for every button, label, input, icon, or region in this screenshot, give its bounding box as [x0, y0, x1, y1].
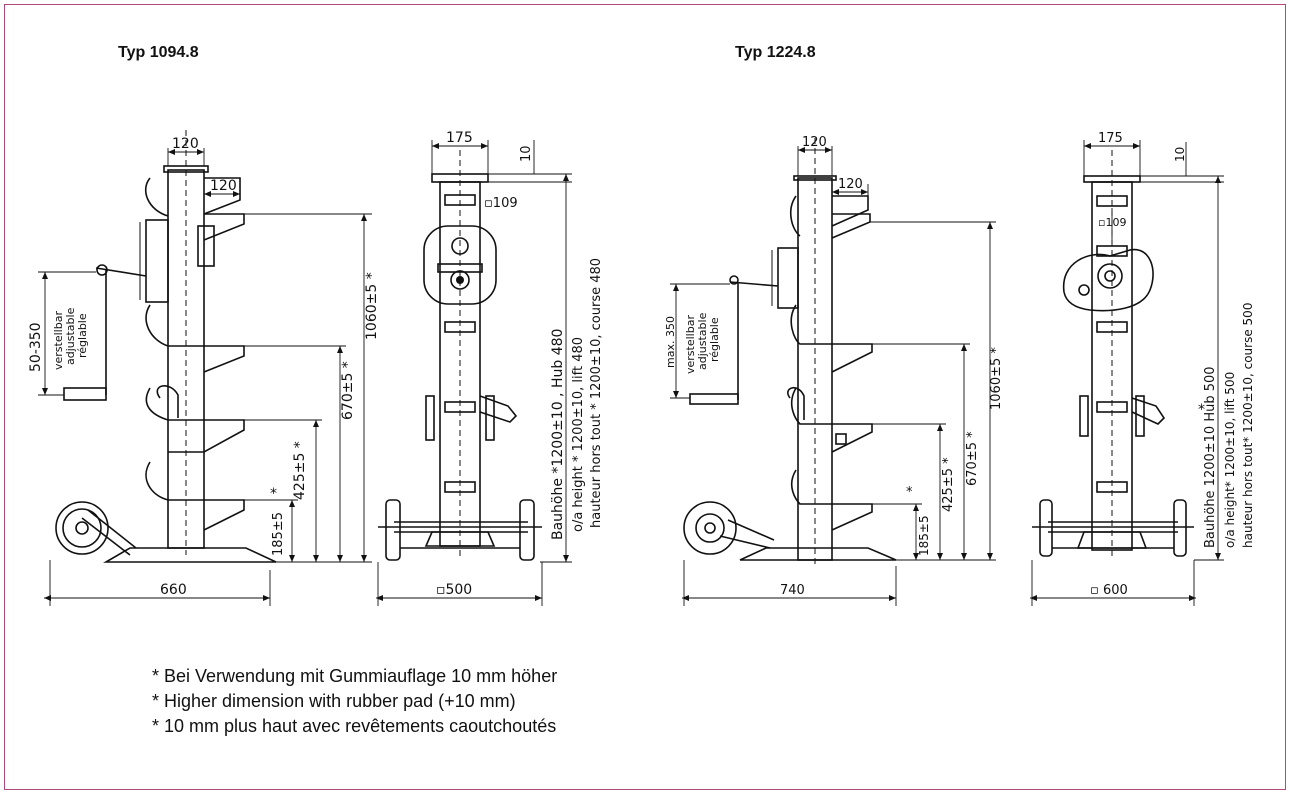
dimension-labels-1224-front: 175 10 ▫109 ▫ 600 * Bauhöhe 1200±10 Hub … — [1090, 131, 1255, 598]
crank-range-1224: max. 350 — [664, 316, 677, 368]
dimension-labels-1224-side: 120 120 740 max. 350 verstellbar adjusta… — [664, 135, 1004, 598]
height-fr-1094: hauteur hors tout * 1200±10, course 480 — [589, 258, 604, 528]
dim-base-depth-1224: 740 — [780, 583, 805, 598]
dimensions-1224-side — [670, 146, 996, 606]
crank-label-de-1224: verstellbar — [684, 315, 697, 374]
dimensions-1224-front — [1030, 140, 1224, 606]
height-1060-1224: 1060±5 * — [989, 347, 1004, 410]
dimensions-1094-side — [38, 148, 372, 606]
title-type-1224: Typ 1224.8 — [735, 44, 816, 61]
dim-top-width-1094: 120 — [172, 136, 199, 152]
crank-label-fr-1224: réglable — [708, 317, 721, 362]
page-frame — [4, 4, 1286, 790]
height-185-1224: 185±5 — [917, 515, 931, 556]
height-star-1224: * — [1198, 402, 1205, 418]
dimensions-1094-front — [376, 140, 572, 606]
height-en-1224: o/a height* 1200±10, lift 500 — [1223, 372, 1237, 548]
height-1060-1094: 1060±5 * — [364, 272, 380, 340]
dim-tube-1094: ▫109 — [484, 196, 518, 211]
jack-1094-front-view — [378, 150, 542, 561]
height-425-1224: 425±5 * — [941, 457, 956, 512]
dim-base-front-1094: ▫500 — [436, 582, 472, 598]
footnote-fr: * 10 mm plus haut avec revêtements caout… — [152, 716, 557, 736]
crank-label-fr-1094: réglable — [76, 313, 89, 358]
crank-label-en-1094: adjustable — [64, 307, 77, 365]
dimension-labels-1094-side: 120 120 660 50-350 verstellbar adjustabl… — [28, 136, 380, 598]
dimension-labels-1094-front: 175 10 ▫109 ▫500 Bauhöhe *1200±10 , Hub … — [436, 130, 604, 598]
dim-foot-width-1224: 120 — [838, 177, 863, 192]
dim-top-front-1094: 175 — [446, 130, 473, 146]
crank-label-en-1224: adjustable — [696, 312, 709, 370]
dim-top-width-1224: 120 — [802, 135, 827, 150]
height-fr-1224: hauteur hors tout* 1200±10, course 500 — [1241, 303, 1255, 548]
jack-1094-side-view — [55, 130, 277, 563]
height-185-star-1224: * — [906, 485, 913, 500]
height-670-1094: 670±5 * — [340, 361, 356, 420]
footnotes: * Bei Verwendung mit Gummiauflage 10 mm … — [152, 664, 557, 739]
title-type-1094: Typ 1094.8 — [118, 44, 199, 61]
height-185-star-1094: * — [270, 486, 277, 502]
dim-top-front-1224: 175 — [1098, 131, 1123, 146]
crank-label-de-1094: verstellbar — [52, 311, 65, 370]
dim-plate-1094: 10 — [519, 145, 534, 162]
jack-1224-front-view — [1032, 150, 1194, 560]
height-en-1094: o/a height * 1200±10, lift 480 — [571, 337, 586, 532]
height-de-1224: Bauhöhe 1200±10 Hub 500 — [1203, 366, 1218, 548]
footnote-en: * Higher dimension with rubber pad (+10 … — [152, 691, 516, 711]
height-670-1224: 670±5 * — [965, 431, 980, 486]
dim-foot-width-1094: 120 — [210, 178, 237, 194]
dim-base-depth-1094: 660 — [160, 582, 187, 598]
footnote-de: * Bei Verwendung mit Gummiauflage 10 mm … — [152, 666, 558, 686]
dim-base-front-1224: ▫ 600 — [1090, 583, 1128, 598]
height-de-1094: Bauhöhe *1200±10 , Hub 480 — [550, 329, 566, 540]
dim-tube-1224: ▫109 — [1098, 216, 1126, 229]
height-425-1094: 425±5 * — [292, 441, 308, 500]
crank-range-1094: 50-350 — [28, 322, 44, 372]
height-185-1094: 185±5 — [271, 512, 286, 556]
dim-plate-1224: 10 — [1173, 147, 1187, 162]
